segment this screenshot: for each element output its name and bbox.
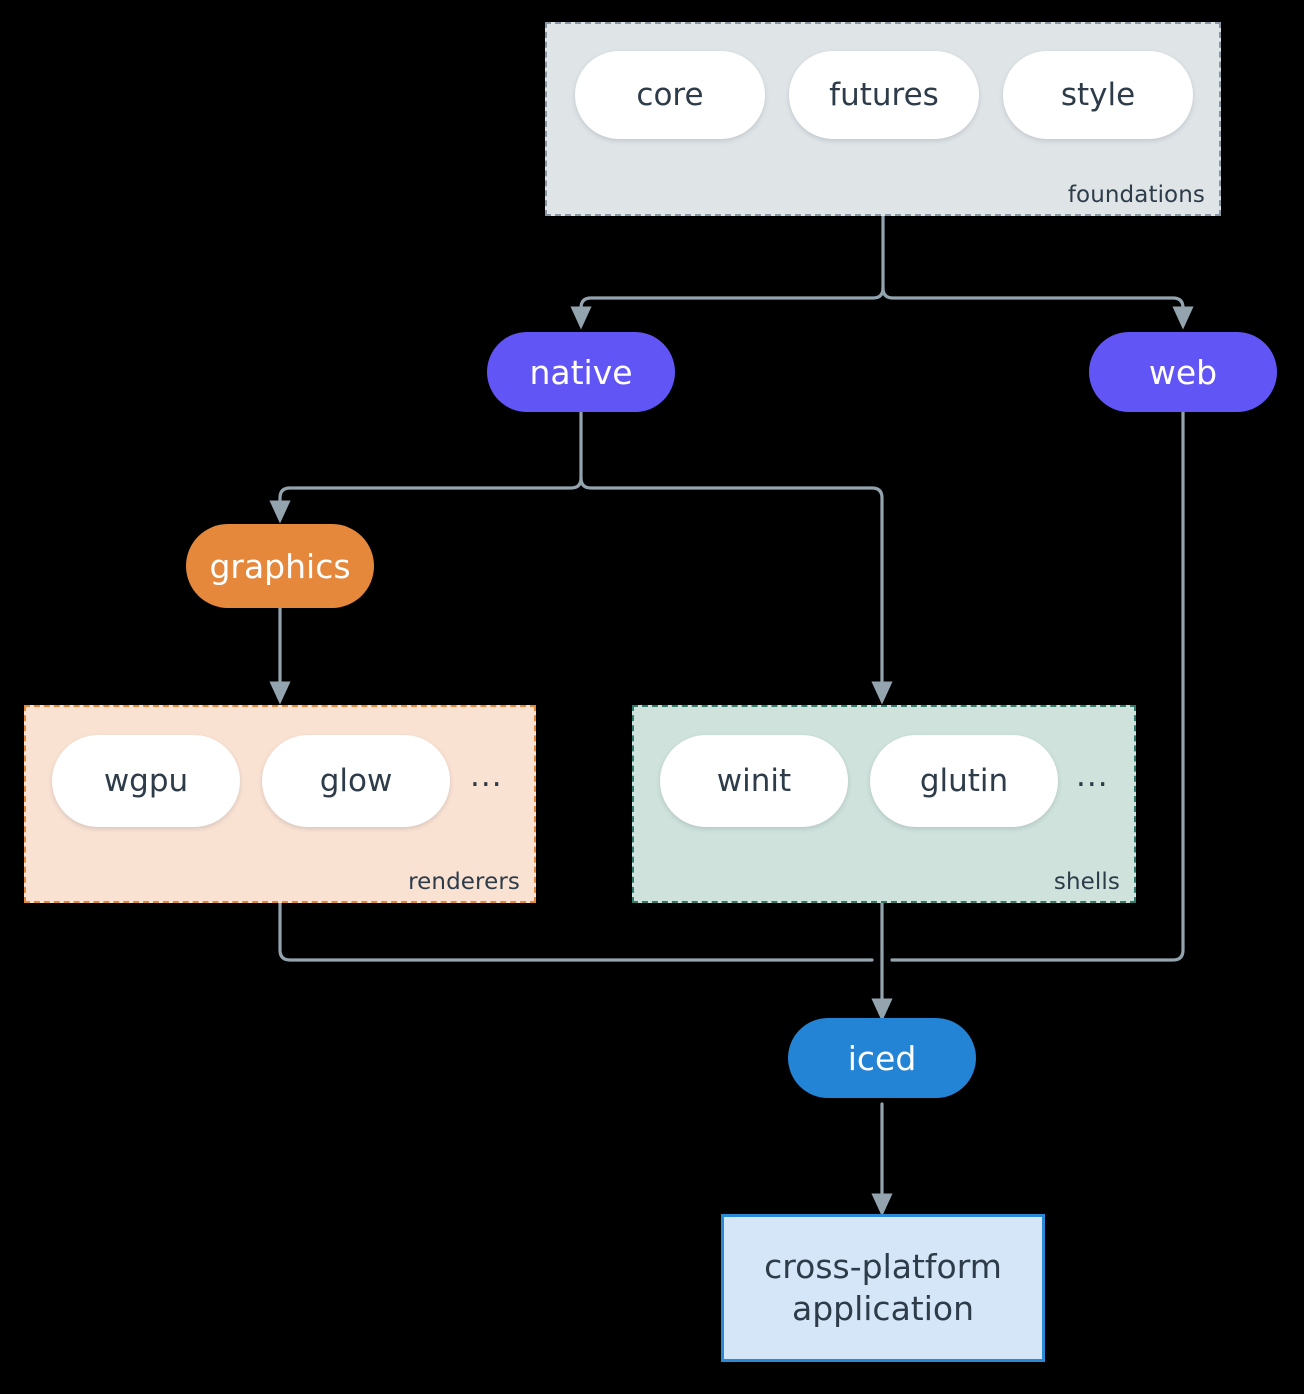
shells-ellipsis: ... [1076,757,1109,794]
node-application-line2: application [791,1289,975,1328]
group-label-foundations: foundations [1067,182,1205,208]
chip-glow-label: glow [319,763,393,799]
node-web[interactable]: web [1089,332,1277,412]
chip-glow[interactable]: glow [262,735,450,827]
group-shells: winit glutin ... shells [632,705,1136,903]
shells-chip-row: winit glutin ... [660,735,1109,827]
edge-native-to-graphics [269,476,583,524]
node-graphics[interactable]: graphics [186,524,374,608]
edge-foundations-to-native [570,286,885,330]
group-label-shells: shells [1053,869,1120,895]
node-iced[interactable]: iced [788,1018,976,1098]
node-native[interactable]: native [487,332,675,412]
node-application[interactable]: cross-platform application [721,1214,1045,1362]
chip-winit[interactable]: winit [660,735,848,827]
group-label-renderers: renderers [408,869,520,895]
node-native-label: native [529,352,633,392]
foundations-chip-row: core futures style [575,51,1193,139]
node-web-label: web [1148,352,1218,392]
node-graphics-label: graphics [209,546,351,586]
chip-style[interactable]: style [1003,51,1193,139]
renderers-ellipsis: ... [470,757,503,794]
edge-renderers-to-merge [278,901,874,962]
group-foundations: core futures style foundations [545,22,1221,216]
edge-foundations-to-web [881,286,1194,330]
chip-core-label: core [636,77,704,113]
node-application-line1: cross-platform [764,1246,1002,1286]
chip-futures-label: futures [829,77,939,113]
chip-winit-label: winit [716,763,792,799]
chip-core[interactable]: core [575,51,765,139]
chip-glutin-label: glutin [919,763,1009,799]
group-renderers: wgpu glow ... renderers [24,705,536,903]
chip-wgpu[interactable]: wgpu [52,735,240,827]
renderers-chip-row: wgpu glow ... [52,735,503,827]
chip-wgpu-label: wgpu [103,763,189,799]
chip-style-label: style [1060,77,1136,113]
node-application-text: cross-platform application [764,1246,1002,1330]
node-iced-label: iced [847,1038,917,1078]
edge-native-to-shells [579,476,893,705]
chip-glutin[interactable]: glutin [870,735,1058,827]
chip-futures[interactable]: futures [789,51,979,139]
